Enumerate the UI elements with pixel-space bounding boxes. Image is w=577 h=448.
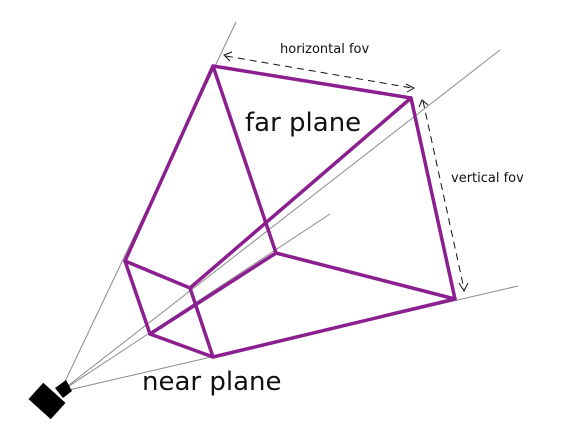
vertical-fov-arrow-top <box>418 99 429 108</box>
frustum-edge-bottom-left <box>148 251 278 336</box>
horizontal-fov-dimension <box>223 51 416 93</box>
camera-lens <box>55 380 72 398</box>
frustum-edge-bottom-right <box>211 297 457 359</box>
frustum-edge-top-right <box>188 96 413 290</box>
vertical-fov-label: vertical fov <box>451 171 524 186</box>
far-plane-outline <box>211 64 457 301</box>
ray-top-right <box>59 49 501 393</box>
horizontal-fov-label: horizontal fov <box>280 42 370 57</box>
vertical-fov-arrow-bottom <box>458 282 469 293</box>
frustum-edge-top-left <box>123 64 215 263</box>
far-plane-label: far plane <box>245 108 361 138</box>
horizontal-fov-line <box>225 55 413 89</box>
vertical-fov-line <box>422 100 465 290</box>
horizontal-fov-arrow-left <box>223 51 233 62</box>
near-plane-outline <box>123 259 215 359</box>
camera-body <box>28 382 66 420</box>
near-plane-label: near plane <box>142 367 282 397</box>
video-camera-icon <box>28 380 72 420</box>
vertical-fov-dimension <box>418 99 469 293</box>
view-frustum <box>123 64 457 359</box>
horizontal-fov-arrow-right <box>405 83 416 93</box>
